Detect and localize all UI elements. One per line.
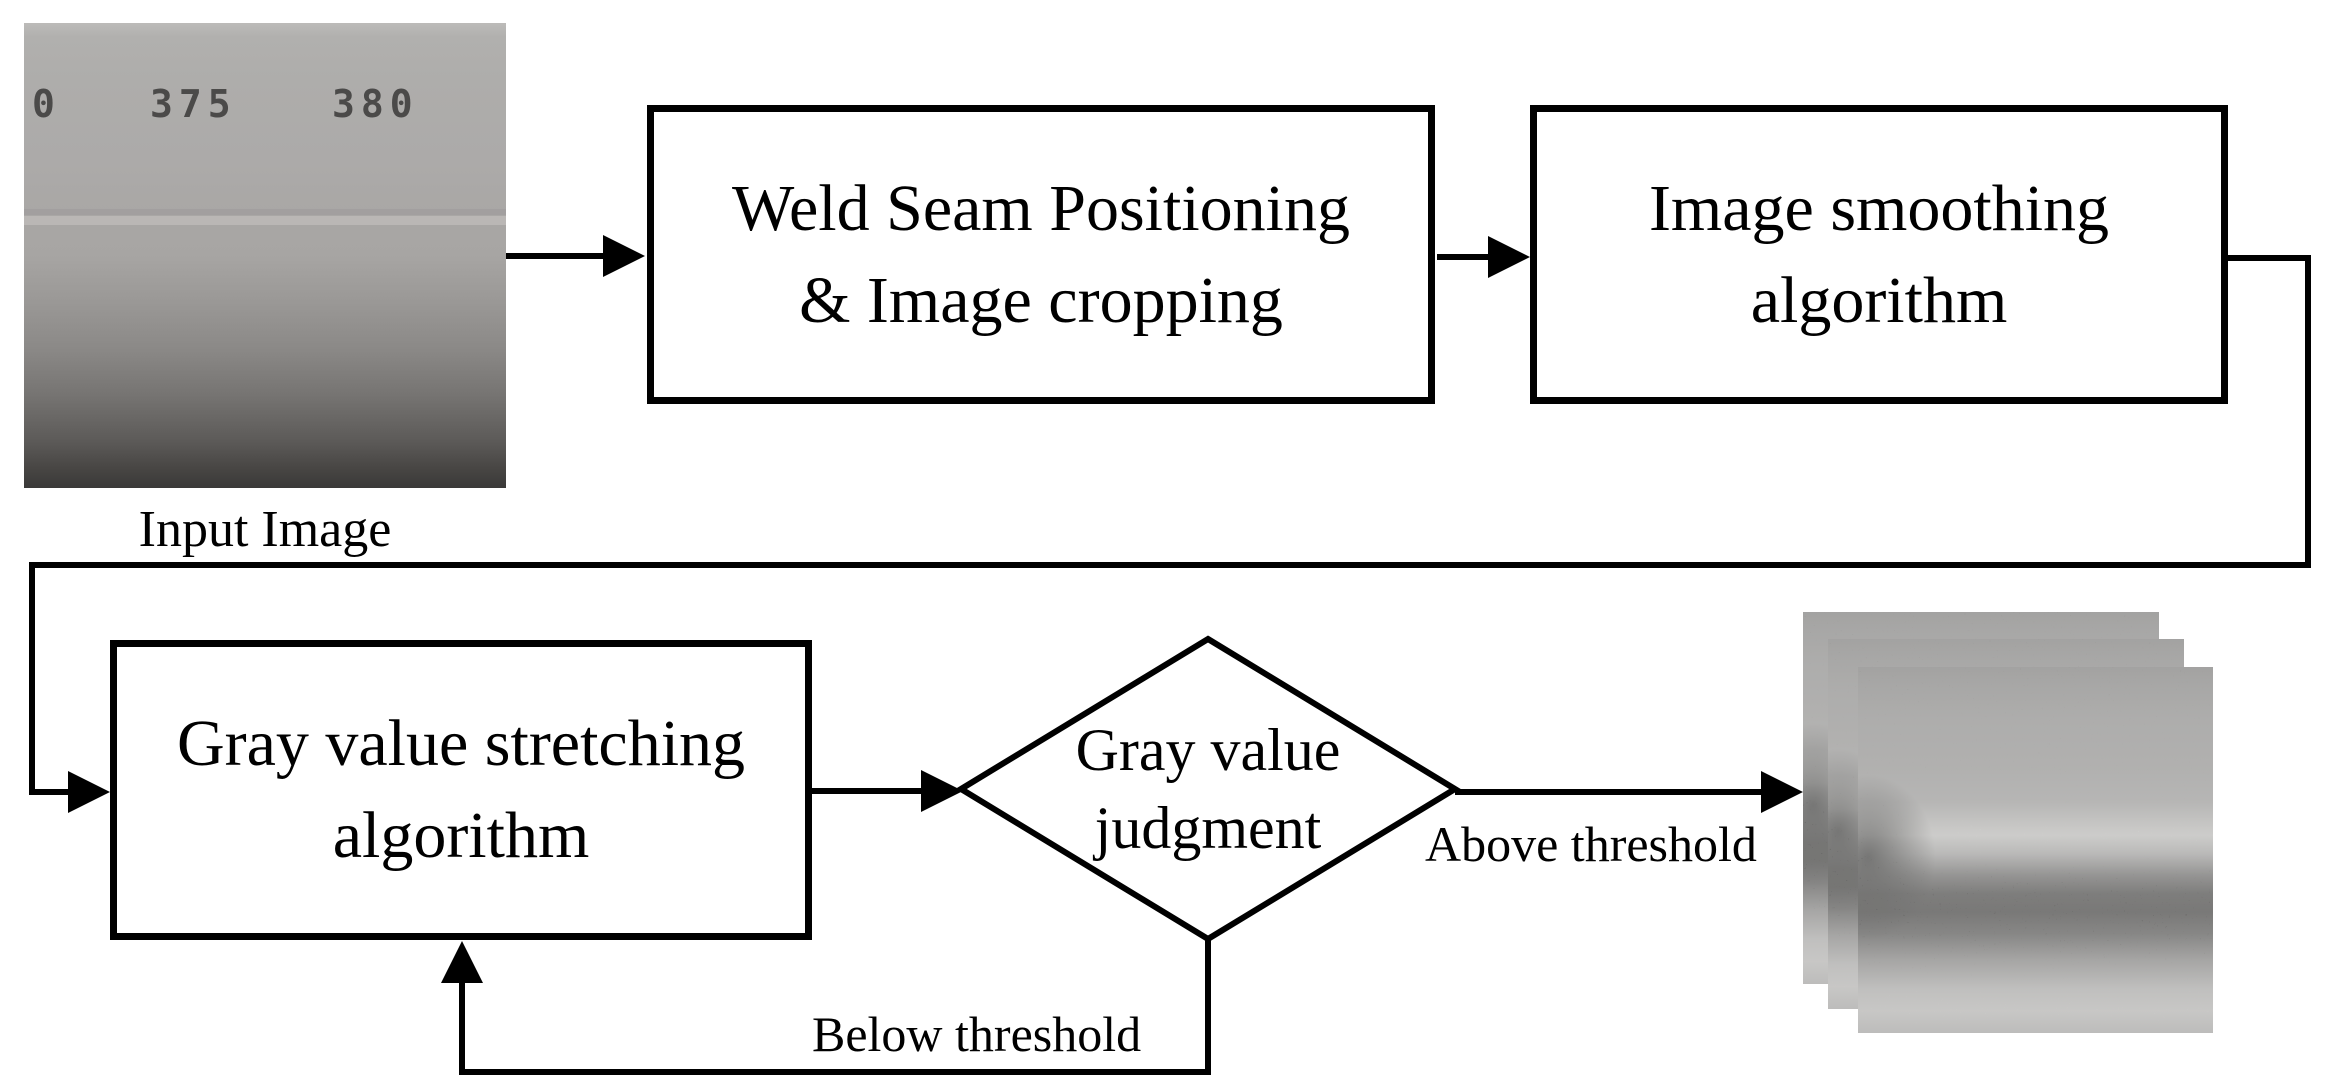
weld-seam-line-shadow xyxy=(24,209,506,215)
connector-segment xyxy=(29,789,75,795)
connector-segment xyxy=(29,562,2311,568)
digit-label: 0 xyxy=(32,82,61,126)
arrowhead-right-icon xyxy=(68,771,110,813)
arrowhead-right-icon xyxy=(1761,771,1803,813)
node-label-line: algorithm xyxy=(1750,263,2008,337)
connector-segment xyxy=(2228,255,2311,261)
node-weld-seam-positioning: Weld Seam Positioning & Image cropping xyxy=(647,105,1435,404)
connector-segment xyxy=(1205,936,1211,1075)
output-image-layer xyxy=(1858,667,2213,1033)
weld-seam-line xyxy=(24,216,506,225)
input-image-thumbnail: 0 375 380 xyxy=(24,23,506,488)
arrow-input-to-positioning-shaft xyxy=(506,253,608,259)
diamond-label: Gray value judgment xyxy=(955,634,1461,944)
node-label-line: & Image cropping xyxy=(799,263,1283,337)
node-gray-value-judgment: Gray value judgment xyxy=(955,634,1461,944)
edge-label-above-threshold: Above threshold xyxy=(1425,816,1757,872)
arrow-positioning-to-smoothing-shaft xyxy=(1437,254,1495,260)
node-label-line: judgment xyxy=(1094,795,1322,861)
edge-label-below-threshold: Below threshold xyxy=(812,1006,1142,1062)
arrowhead-right-icon xyxy=(1488,236,1530,278)
node-label-line: Gray value xyxy=(1075,717,1341,783)
connector-segment xyxy=(2305,255,2311,568)
noise-overlay xyxy=(1858,667,2213,1033)
connector-segment xyxy=(459,983,465,1075)
node-gray-value-stretching: Gray value stretching algorithm xyxy=(110,640,812,940)
digit-label: 375 xyxy=(150,82,237,126)
image-coordinate-digits: 0 375 380 xyxy=(24,82,506,126)
node-label-line: Image smoothing xyxy=(1648,171,2110,245)
node-label-line: algorithm xyxy=(332,799,590,872)
digit-label: 380 xyxy=(332,82,419,126)
node-image-smoothing: Image smoothing algorithm xyxy=(1530,105,2228,404)
node-label-line: Gray value stretching xyxy=(176,707,746,780)
arrowhead-right-icon xyxy=(603,235,645,277)
arrow-judgment-to-output-shaft xyxy=(1455,789,1768,795)
arrow-stretching-to-judgment-shaft xyxy=(812,788,928,794)
arrowhead-right-icon xyxy=(921,770,963,812)
input-image-caption: Input Image xyxy=(138,501,392,558)
node-label-line: Weld Seam Positioning xyxy=(731,171,1350,245)
arrowhead-up-icon xyxy=(441,941,483,983)
connector-segment xyxy=(29,562,35,795)
connector-segment xyxy=(459,1069,1211,1075)
